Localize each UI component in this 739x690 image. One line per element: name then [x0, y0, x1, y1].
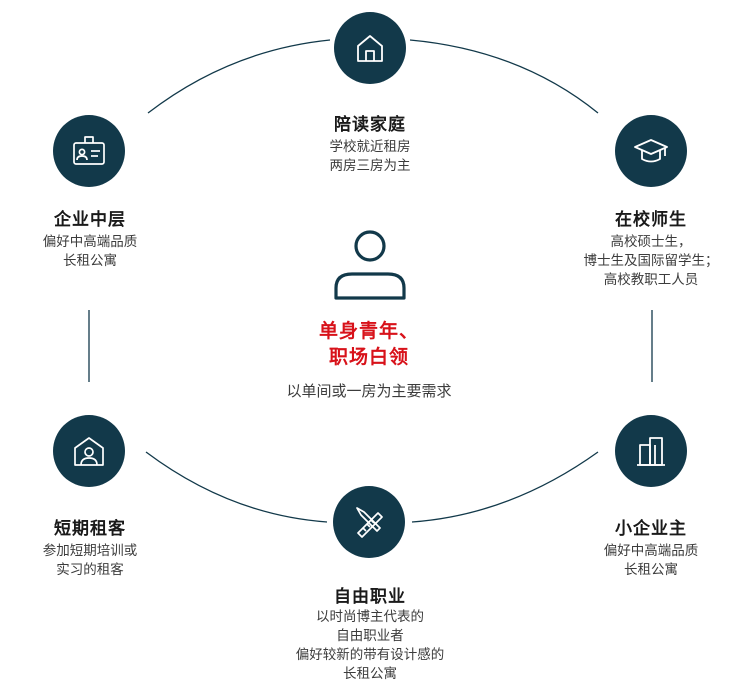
pencil-ruler-icon [356, 507, 383, 538]
connector-top-right [409, 39, 599, 114]
connector-top-left [147, 39, 331, 114]
connector-bottom-right [411, 451, 599, 523]
person-icon [334, 230, 406, 300]
freelance-node [333, 486, 405, 558]
smb-title: 小企业主 [615, 519, 687, 539]
buildings-icon [637, 437, 665, 466]
family-node [334, 12, 406, 84]
house-icon [357, 35, 383, 62]
shortterm-title: 短期租客 [54, 519, 126, 539]
midlevel-node [53, 115, 125, 187]
freelance-title: 自由职业 [334, 587, 406, 607]
campus-desc: 高校硕士生，博士生及国际留学生；高校教职工人员 [583, 234, 719, 288]
family-title: 陪读家庭 [334, 115, 406, 135]
freelance-desc: 以时尚博主代表的自由职业者偏好较新的带有设计感的长租公寓 [295, 609, 445, 682]
shortterm-node [53, 415, 125, 487]
campus-node [615, 115, 687, 187]
smb-desc: 偏好中高端品质长租公寓 [603, 543, 699, 578]
smb-node [615, 415, 687, 487]
graduation-cap-icon [634, 139, 668, 163]
midlevel-title: 企业中层 [54, 210, 126, 230]
connector-bottom-left [145, 451, 328, 523]
family-desc: 学校就近租房两房三房为主 [329, 139, 411, 174]
home-person-icon [74, 437, 104, 466]
center-title: 单身青年、职场白领 [318, 320, 419, 368]
center-desc: 以单间或一房为主要需求 [286, 382, 452, 400]
shortterm-desc: 参加短期培训或实习的租客 [42, 543, 138, 578]
id-badge-icon [73, 136, 105, 165]
midlevel-desc: 偏好中高端品质长租公寓 [42, 234, 138, 269]
campus-title: 在校师生 [615, 210, 687, 230]
